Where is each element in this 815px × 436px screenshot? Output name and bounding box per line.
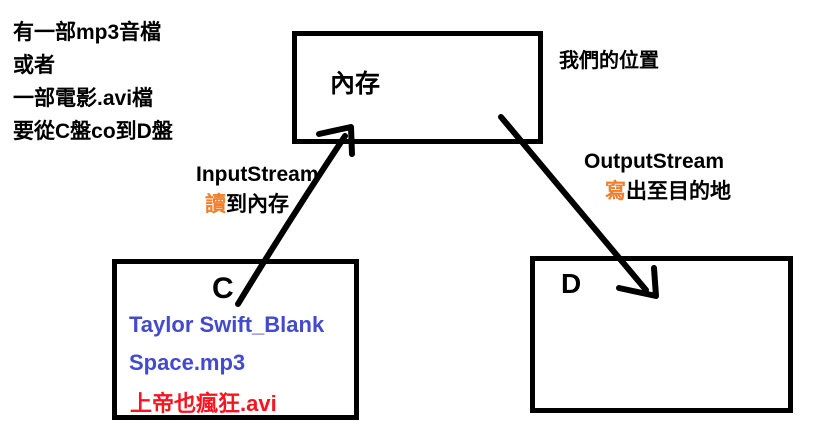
note-line: 要從C盤co到D盤 xyxy=(13,120,173,143)
notes-block: 有一部mp3音檔 或者 一部電影.avi檔 要從C盤co到D盤 xyxy=(13,16,173,148)
output-stream-label: OutputStream 寫出至目的地 xyxy=(584,147,731,207)
output-stream-title: OutputStream xyxy=(584,150,725,173)
memory-box-label: 內存 xyxy=(330,70,381,98)
note-line: 一部電影.avi檔 xyxy=(13,87,154,110)
note-line: 或者 xyxy=(13,54,55,77)
d-drive-box: D xyxy=(530,256,793,413)
c-drive-file-mp3: Taylor Swift_Blank Space.mp3 xyxy=(129,306,324,382)
memory-box: 內存 xyxy=(292,31,543,144)
c-drive-file-mp3-line2: Space.mp3 xyxy=(129,350,246,375)
input-stream-caption: 讀到內存 xyxy=(196,190,319,220)
d-drive-label: D xyxy=(561,268,582,299)
c-drive-box: C Taylor Swift_Blank Space.mp3 上帝也瘋狂.avi xyxy=(112,259,359,420)
output-stream-caption: 寫出至目的地 xyxy=(584,177,731,207)
position-label: 我們的位置 xyxy=(559,50,659,72)
c-drive-label: C xyxy=(212,272,234,305)
input-stream-label: InputStream 讀到內存 xyxy=(196,160,319,220)
input-stream-caption-highlight: 讀 xyxy=(205,193,226,216)
input-stream-caption-rest: 到內存 xyxy=(226,193,289,216)
output-stream-caption-rest: 出至目的地 xyxy=(626,180,731,203)
output-stream-caption-highlight: 寫 xyxy=(605,180,626,203)
note-line: 有一部mp3音檔 xyxy=(13,21,162,44)
input-stream-title: InputStream xyxy=(196,163,319,186)
c-drive-file-mp3-line1: Taylor Swift_Blank xyxy=(129,312,325,337)
c-drive-file-avi: 上帝也瘋狂.avi xyxy=(130,391,277,416)
